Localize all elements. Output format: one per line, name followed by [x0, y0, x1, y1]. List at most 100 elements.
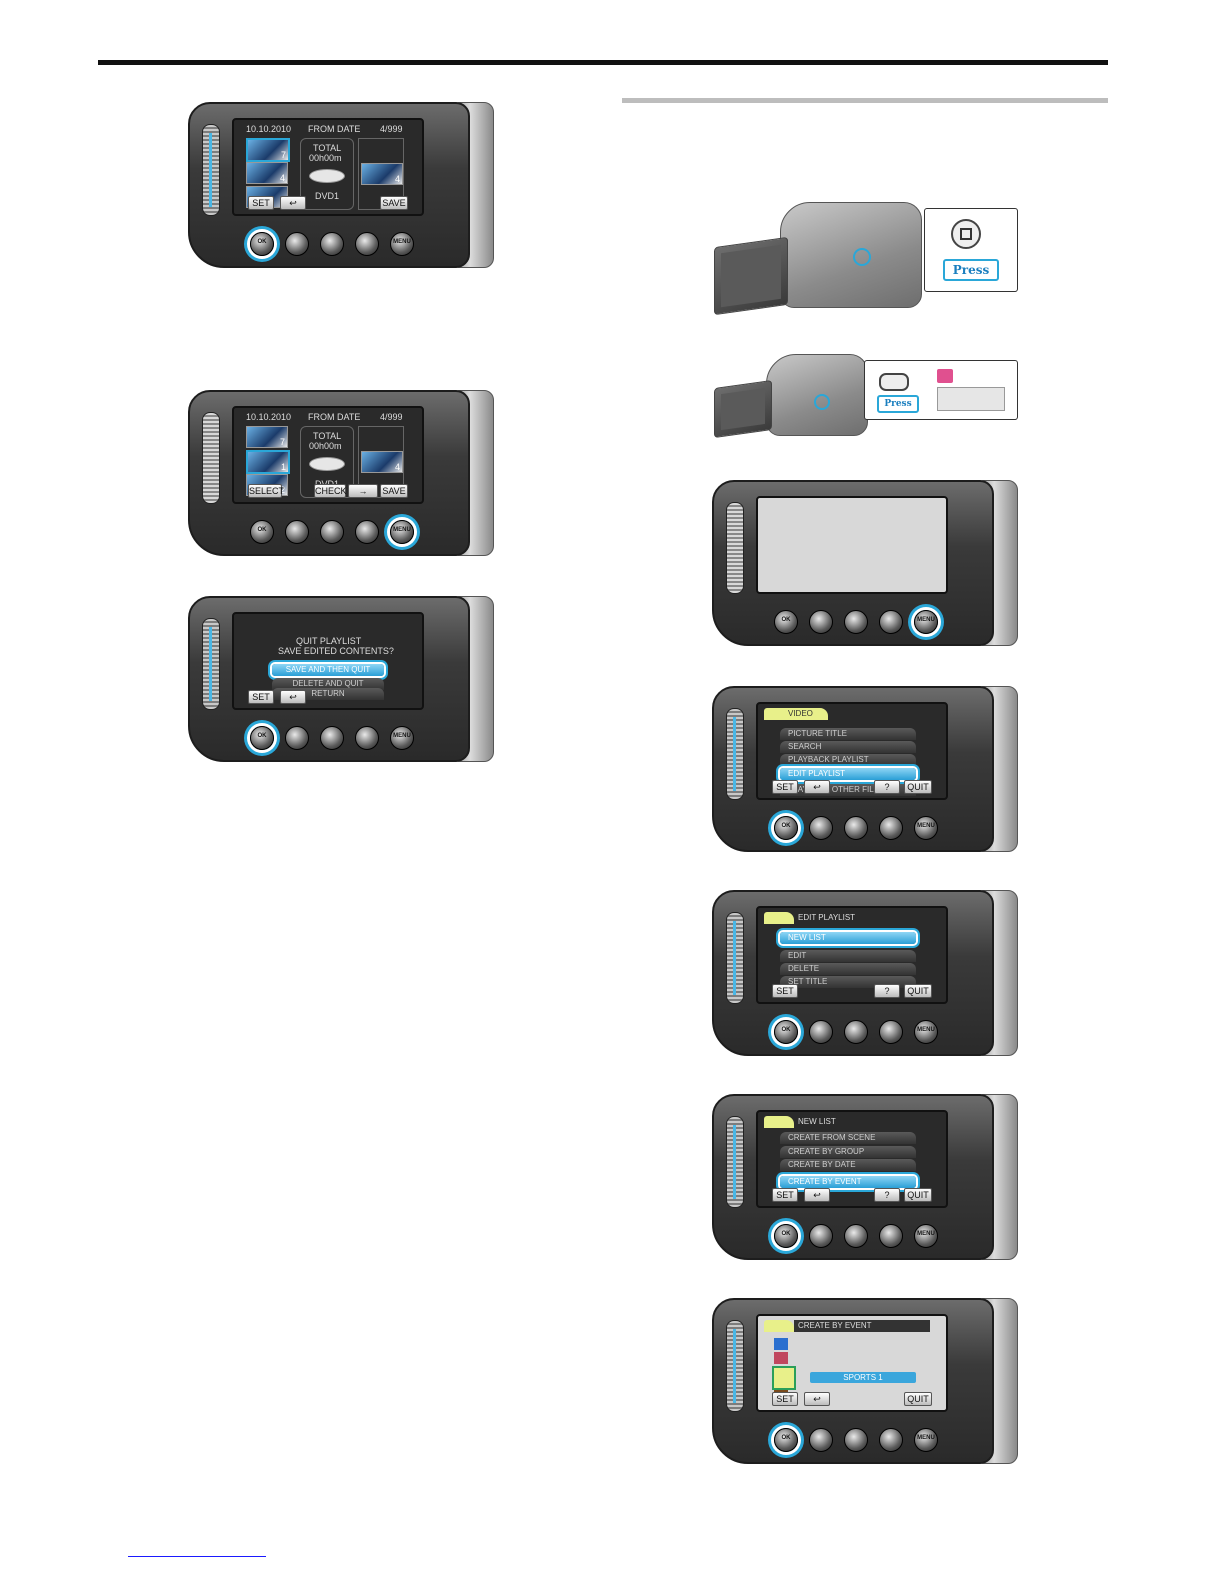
- hardware-button[interactable]: [879, 610, 903, 634]
- thumbnail[interactable]: 4: [246, 162, 288, 184]
- event-icon[interactable]: [774, 1352, 788, 1364]
- option-delete-and-quit[interactable]: DELETE AND QUIT: [272, 678, 384, 690]
- hardware-button[interactable]: [320, 726, 344, 750]
- set-softkey[interactable]: SET: [772, 1392, 798, 1406]
- thumbnail[interactable]: 7: [246, 426, 288, 448]
- hardware-button[interactable]: [844, 1224, 868, 1248]
- lcd-screen: CREATE BY EVENT SPORTS 1 SET ↩ QUIT: [756, 1314, 948, 1412]
- set-softkey[interactable]: SET: [248, 690, 274, 704]
- touch-slider[interactable]: [726, 1320, 744, 1412]
- hardware-button[interactable]: [844, 610, 868, 634]
- select-softkey[interactable]: SELECT: [248, 484, 285, 498]
- menu-button[interactable]: MENU: [914, 1224, 938, 1248]
- ok-button[interactable]: OK: [250, 232, 274, 256]
- menu-button[interactable]: MENU: [914, 610, 938, 634]
- sports-event-icon[interactable]: [772, 1366, 796, 1390]
- ok-button[interactable]: OK: [250, 726, 274, 750]
- set-softkey[interactable]: SET: [248, 196, 274, 210]
- touch-slider[interactable]: [726, 912, 744, 1004]
- menu-item-picture-title[interactable]: PICTURE TITLE: [780, 728, 916, 740]
- menu-item-delete[interactable]: DELETE: [780, 963, 916, 975]
- save-softkey[interactable]: SAVE: [380, 196, 408, 210]
- back-softkey[interactable]: ↩: [804, 1392, 830, 1406]
- event-icon[interactable]: [774, 1338, 788, 1350]
- back-softkey[interactable]: ↩: [280, 690, 306, 704]
- menu-item-edit-playlist[interactable]: EDIT PLAYLIST: [780, 768, 916, 780]
- menu-title: VIDEO: [788, 709, 813, 718]
- hardware-button[interactable]: [355, 520, 379, 544]
- thumbnail[interactable]: 1: [246, 450, 290, 474]
- footer-link-underline[interactable]: [128, 1556, 266, 1557]
- check-softkey[interactable]: CHECK: [314, 484, 347, 498]
- menu-button[interactable]: MENU: [390, 520, 414, 544]
- hardware-button[interactable]: [809, 1224, 833, 1248]
- ok-button[interactable]: OK: [774, 1020, 798, 1044]
- hardware-button[interactable]: [809, 610, 833, 634]
- menu-item-search[interactable]: SEARCH: [780, 741, 916, 753]
- hardware-button[interactable]: [809, 1428, 833, 1452]
- save-softkey[interactable]: SAVE: [380, 484, 408, 498]
- menu-item-edit[interactable]: EDIT: [780, 950, 916, 962]
- help-softkey[interactable]: ?: [874, 984, 900, 998]
- quit-softkey[interactable]: QUIT: [904, 1392, 932, 1406]
- hardware-button[interactable]: [879, 1020, 903, 1044]
- menu-item-create-from-scene[interactable]: CREATE FROM SCENE: [780, 1132, 916, 1144]
- hardware-button[interactable]: [320, 520, 344, 544]
- hardware-button[interactable]: [355, 726, 379, 750]
- back-softkey[interactable]: ↩: [280, 196, 306, 210]
- back-softkey[interactable]: ↩: [804, 780, 830, 794]
- menu-item-new-list[interactable]: NEW LIST: [780, 932, 916, 944]
- menu-button[interactable]: MENU: [914, 1428, 938, 1452]
- touch-slider[interactable]: [726, 708, 744, 800]
- touch-slider[interactable]: [726, 1116, 744, 1208]
- section-rule: [622, 98, 1108, 103]
- hardware-button[interactable]: [844, 1428, 868, 1452]
- hardware-button[interactable]: [879, 1428, 903, 1452]
- set-softkey[interactable]: SET: [772, 1188, 798, 1202]
- hardware-button[interactable]: [879, 816, 903, 840]
- quit-softkey[interactable]: QUIT: [904, 984, 932, 998]
- menu-button[interactable]: MENU: [390, 232, 414, 256]
- menu-item-playback-playlist[interactable]: PLAYBACK PLAYLIST: [780, 754, 916, 766]
- set-softkey[interactable]: SET: [772, 780, 798, 794]
- help-softkey[interactable]: ?: [874, 780, 900, 794]
- ok-button[interactable]: OK: [774, 816, 798, 840]
- help-softkey[interactable]: ?: [874, 1188, 900, 1202]
- menu-button[interactable]: MENU: [390, 726, 414, 750]
- ok-button[interactable]: OK: [250, 520, 274, 544]
- ok-button[interactable]: OK: [774, 610, 798, 634]
- quit-softkey[interactable]: QUIT: [904, 1188, 932, 1202]
- menu-button[interactable]: MENU: [914, 1020, 938, 1044]
- back-softkey[interactable]: ↩: [804, 1188, 830, 1202]
- menu-button[interactable]: MENU: [914, 816, 938, 840]
- arrow-softkey[interactable]: →: [348, 484, 378, 498]
- selected-event[interactable]: SPORTS 1: [810, 1372, 916, 1383]
- set-softkey[interactable]: SET: [772, 984, 798, 998]
- hardware-button[interactable]: [844, 816, 868, 840]
- menu-item-create-by-group[interactable]: CREATE BY GROUP: [780, 1146, 916, 1158]
- touch-slider[interactable]: [202, 412, 220, 504]
- hardware-button-row: OK MENU: [250, 232, 414, 256]
- touch-slider[interactable]: [202, 618, 220, 710]
- hardware-button[interactable]: [809, 816, 833, 840]
- hardware-button[interactable]: [285, 726, 309, 750]
- camera-lcd-video-menu: VIDEO PICTURE TITLE SEARCH PLAYBACK PLAY…: [712, 686, 1018, 852]
- thumbnail[interactable]: 7: [246, 138, 290, 162]
- menu-item-create-by-event[interactable]: CREATE BY EVENT: [780, 1176, 916, 1188]
- menu-item-create-by-date[interactable]: CREATE BY DATE: [780, 1159, 916, 1171]
- touch-slider[interactable]: [726, 502, 744, 594]
- touch-slider[interactable]: [202, 124, 220, 216]
- hardware-button[interactable]: [355, 232, 379, 256]
- hardware-button[interactable]: [879, 1224, 903, 1248]
- playback-button-highlight[interactable]: [853, 248, 871, 266]
- hardware-button[interactable]: [320, 232, 344, 256]
- hardware-button[interactable]: [285, 520, 309, 544]
- hardware-button[interactable]: [809, 1020, 833, 1044]
- mode-button-highlight[interactable]: [814, 394, 830, 410]
- ok-button[interactable]: OK: [774, 1224, 798, 1248]
- quit-softkey[interactable]: QUIT: [904, 780, 932, 794]
- option-save-and-quit[interactable]: SAVE AND THEN QUIT: [272, 664, 384, 676]
- hardware-button[interactable]: [285, 232, 309, 256]
- ok-button[interactable]: OK: [774, 1428, 798, 1452]
- hardware-button[interactable]: [844, 1020, 868, 1044]
